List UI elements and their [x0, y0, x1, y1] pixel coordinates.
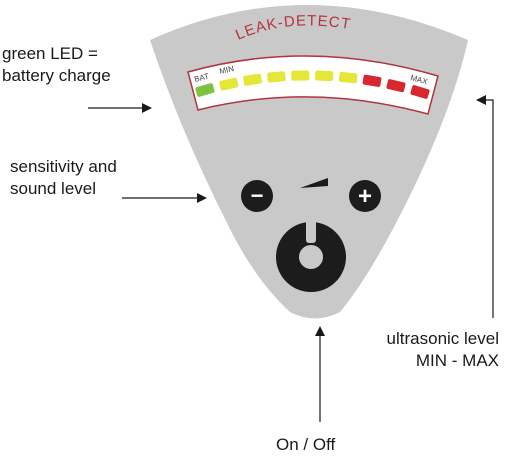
scale-label-max: MAX: [409, 73, 429, 86]
sensitivity-annotation-line2: sound level: [10, 179, 97, 198]
led-segment: [362, 74, 382, 87]
plus-icon: +: [358, 183, 372, 210]
led-segment: [410, 85, 430, 99]
plus-button[interactable]: +: [349, 180, 381, 212]
led-segment: [267, 71, 286, 83]
sensitivity-annotation-line1: sensitivity and: [10, 157, 117, 176]
led-bar: [195, 70, 430, 99]
led-segment: [291, 70, 310, 81]
ultrasonic-annotation-line2: MIN - MAX: [415, 351, 499, 370]
power-icon: [306, 213, 316, 243]
led-segment: [338, 71, 358, 84]
sensitivity-annotation: sensitivity and sound level: [10, 156, 117, 200]
ultrasonic-annotation: ultrasonic level MIN - MAX: [387, 328, 499, 372]
led-segment: [243, 73, 262, 86]
led-segment: [315, 70, 334, 82]
ultrasonic-annotation-line1: ultrasonic level: [386, 329, 499, 348]
ultrasonic-arrow: [476, 95, 494, 318]
led-segment: [219, 77, 239, 91]
minus-button[interactable]: −: [241, 180, 273, 212]
battery-annotation: green LED = battery charge: [2, 43, 111, 87]
led-segment: [386, 79, 406, 93]
level-wedge-icon: [300, 178, 328, 188]
power-button[interactable]: [276, 213, 346, 292]
minus-icon: −: [251, 183, 264, 208]
scale-label-bat: BAT: [193, 72, 210, 84]
onoff-annotation: On / Off: [276, 435, 336, 454]
scale-label-min: MIN: [219, 64, 235, 76]
battery-annotation-line1: green LED =: [2, 44, 98, 63]
led-window: [187, 55, 439, 115]
led-segment: [195, 83, 215, 97]
battery-annotation-line2: battery charge: [2, 66, 111, 85]
